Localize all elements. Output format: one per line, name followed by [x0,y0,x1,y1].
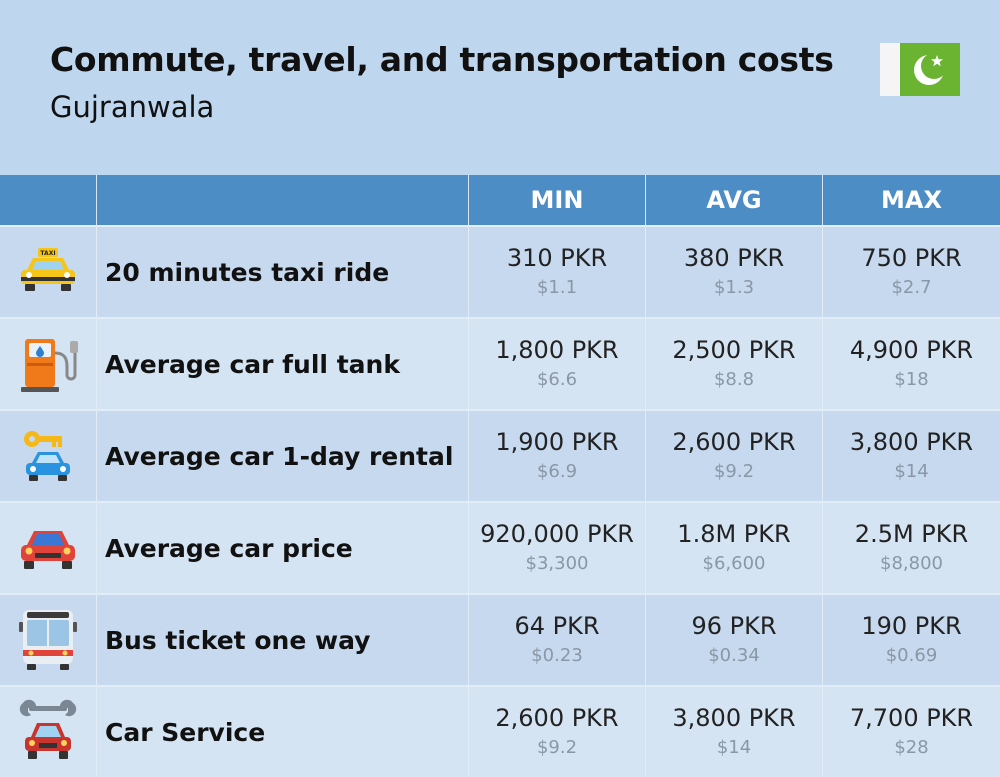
table-row: Average car full tank 1,800 PKR $6.6 2,5… [0,319,1000,411]
min-pkr: 64 PKR [514,612,600,640]
min-usd: $1.1 [536,277,578,298]
min-cell: 920,000 PKR $3,300 [469,503,646,595]
max-cell: 2.5M PKR $8,800 [823,503,1000,595]
avg-cell: 380 PKR $1.3 [646,227,823,319]
avg-usd: $0.34 [708,645,760,666]
min-usd: $6.9 [536,461,578,482]
table-row: Car Service 2,600 PKR $9.2 3,800 PKR $14… [0,687,1000,777]
min-usd: $6.6 [536,369,578,390]
avg-usd: $9.2 [713,461,755,482]
column-header-max: MAX [823,175,1000,227]
max-cell: 190 PKR $0.69 [823,595,1000,687]
min-cell: 1,800 PKR $6.6 [469,319,646,411]
svg-text:TAXI: TAXI [40,250,55,257]
min-cell: 1,900 PKR $6.9 [469,411,646,503]
min-usd: $0.23 [531,645,583,666]
max-pkr: 750 PKR [861,244,962,272]
min-pkr: 2,600 PKR [495,704,619,732]
avg-cell: 2,500 PKR $8.8 [646,319,823,411]
max-pkr: 7,700 PKR [849,704,974,732]
max-cell: 3,800 PKR $14 [823,411,1000,503]
min-pkr: 920,000 PKR [480,520,634,548]
avg-pkr: 3,800 PKR [672,704,796,732]
row-label: Car Service [97,687,469,777]
avg-pkr: 96 PKR [691,612,777,640]
car-key-icon [24,431,70,481]
row-label: Average car 1-day rental [97,411,469,503]
min-usd: $3,300 [525,553,589,574]
avg-usd: $6,600 [702,553,766,574]
max-cell: 750 PKR $2.7 [823,227,1000,319]
min-cell: 64 PKR $0.23 [469,595,646,687]
min-cell: 2,600 PKR $9.2 [469,687,646,777]
bus-icon [19,610,77,670]
max-usd: $14 [894,461,929,482]
table-row: TAXI 20 minutes taxi ride 310 PKR $1.1 3… [0,227,1000,319]
avg-usd: $14 [716,737,752,758]
row-label: Average car full tank [97,319,469,411]
car-icon [21,531,75,569]
page-title: Commute, travel, and transportation cost… [50,40,834,79]
pakistan-flag-icon [880,43,960,96]
city-name: Gujranwala [50,90,215,124]
column-header-icon [0,175,97,227]
taxi-icon: TAXI [21,248,75,291]
max-usd: $8,800 [880,553,943,574]
max-pkr: 2.5M PKR [854,520,969,548]
table-row: Average car price 920,000 PKR $3,300 1.8… [0,503,1000,595]
min-pkr: 310 PKR [506,244,608,272]
costs-table: MIN AVG MAX TAXI 20 [0,175,1000,777]
table-row: Bus ticket one way 64 PKR $0.23 96 PKR $… [0,595,1000,687]
max-cell: 4,900 PKR $18 [823,319,1000,411]
row-label: 20 minutes taxi ride [97,227,469,319]
max-pkr: 4,900 PKR [849,336,974,364]
row-label: Bus ticket one way [97,595,469,687]
min-usd: $9.2 [536,737,578,758]
max-cell: 7,700 PKR $28 [823,687,1000,777]
row-label: Average car price [97,503,469,595]
avg-cell: 96 PKR $0.34 [646,595,823,687]
fuel-pump-icon [21,339,78,392]
column-header-item [97,175,469,227]
max-usd: $28 [894,737,929,758]
max-pkr: 190 PKR [861,612,962,640]
avg-cell: 3,800 PKR $14 [646,687,823,777]
table-header-row: MIN AVG MAX [0,175,1000,227]
car-service-icon [19,699,77,759]
max-pkr: 3,800 PKR [849,428,974,456]
max-usd: $18 [894,369,929,390]
min-cell: 310 PKR $1.1 [469,227,646,319]
avg-pkr: 2,600 PKR [672,428,796,456]
avg-usd: $1.3 [713,277,755,298]
avg-pkr: 1.8M PKR [677,520,791,548]
table-row: Average car 1-day rental 1,900 PKR $6.9 … [0,411,1000,503]
max-usd: $2.7 [891,277,932,298]
avg-pkr: 2,500 PKR [672,336,796,364]
avg-usd: $8.8 [713,369,755,390]
avg-cell: 2,600 PKR $9.2 [646,411,823,503]
min-pkr: 1,900 PKR [495,428,619,456]
avg-cell: 1.8M PKR $6,600 [646,503,823,595]
column-header-min: MIN [469,175,646,227]
max-usd: $0.69 [885,645,938,666]
avg-pkr: 380 PKR [683,244,785,272]
header: Commute, travel, and transportation cost… [0,0,1000,175]
column-header-avg: AVG [646,175,823,227]
min-pkr: 1,800 PKR [495,336,619,364]
